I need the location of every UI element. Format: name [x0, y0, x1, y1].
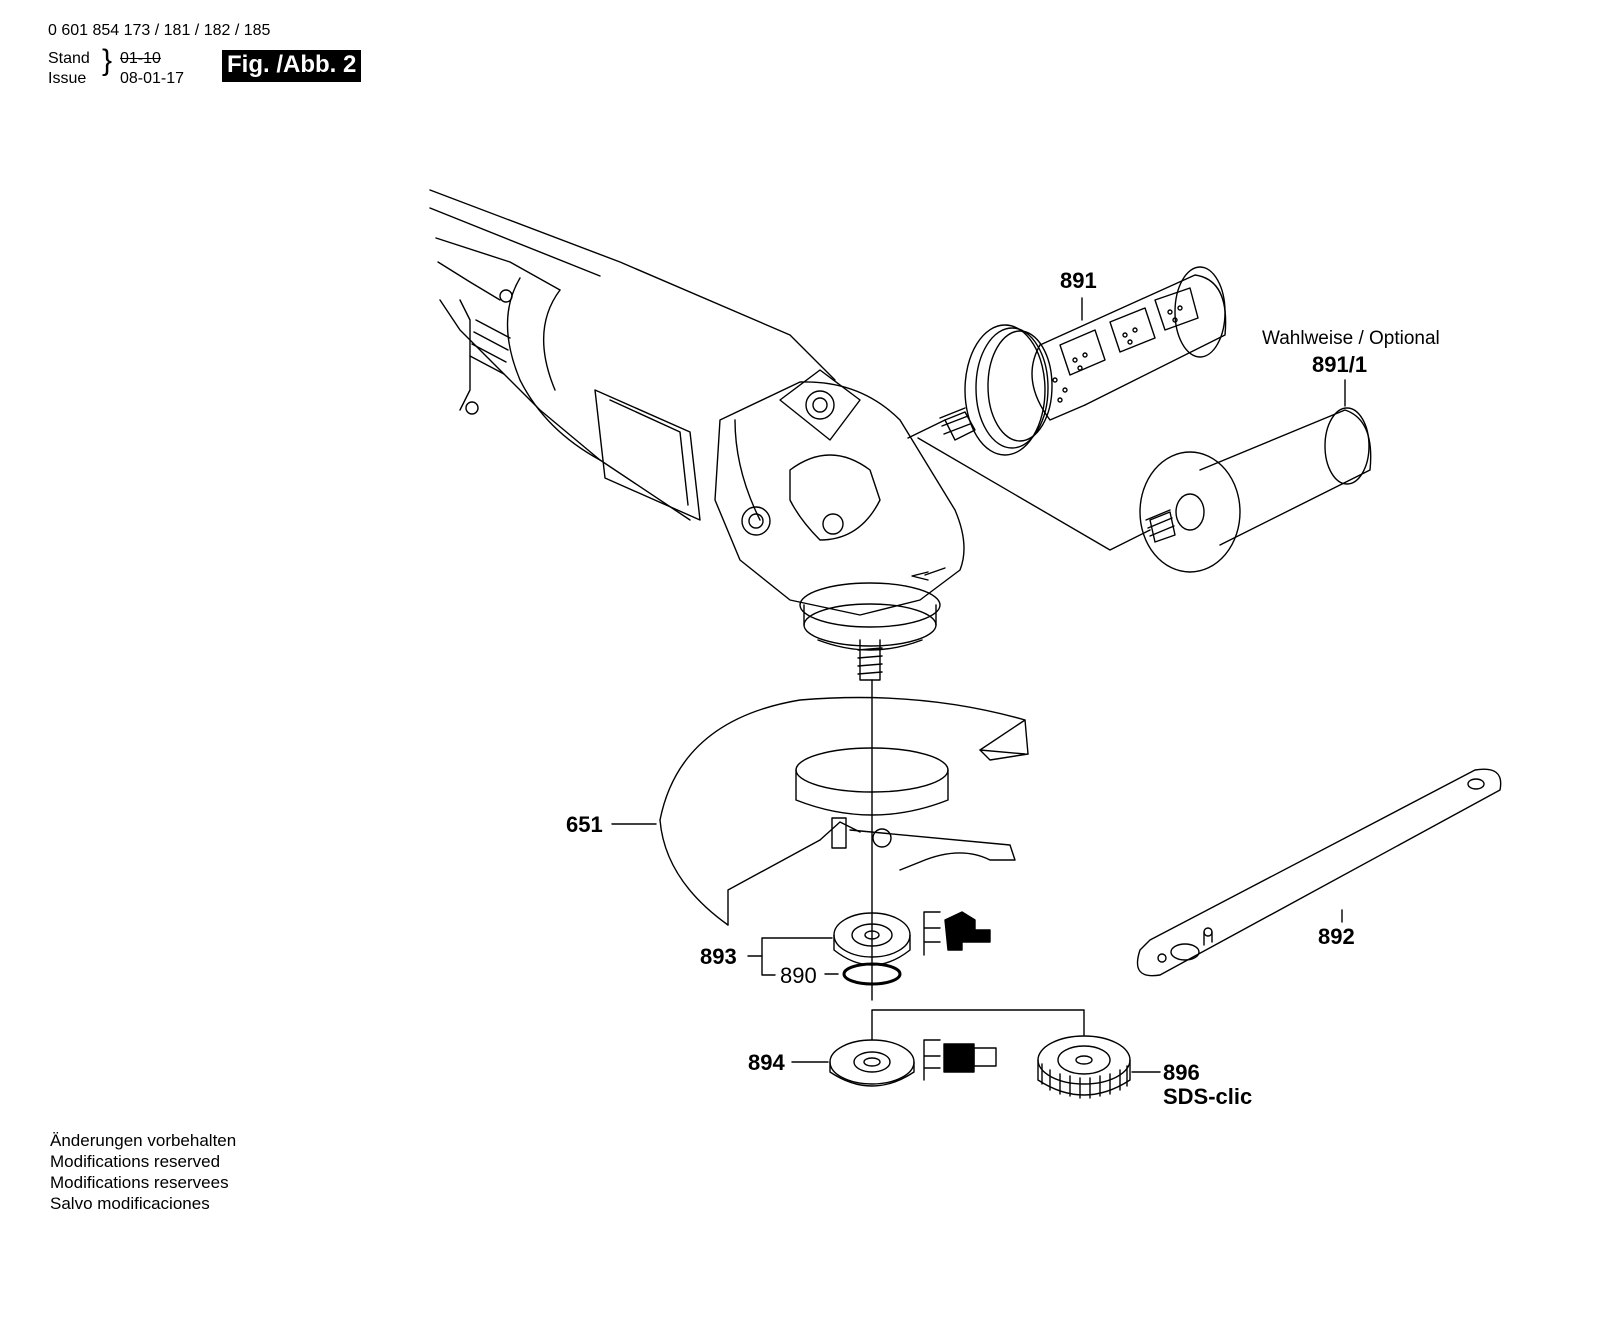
footer-line-de: Änderungen vorbehalten [50, 1131, 237, 1150]
sds-clic-label: SDS-clic [1163, 1084, 1253, 1109]
spanner-892 [1138, 769, 1501, 976]
stand-label: Stand [48, 50, 90, 67]
grinder-body [430, 190, 964, 680]
callout-896: 896 [1163, 1060, 1200, 1085]
callout-894: 894 [748, 1050, 785, 1075]
stand-date: 01-10 [120, 50, 161, 67]
clamping-nut-894 [830, 1040, 914, 1086]
issue-date: 08-01-17 [120, 70, 185, 87]
callout-891-1: 891/1 [1312, 352, 1368, 377]
brace-icon: } [102, 44, 113, 77]
nut-profile-symbol [924, 1040, 996, 1080]
footer-notes: Änderungen vorbehalten Modifications res… [50, 1130, 236, 1214]
optional-handle-891-1 [1140, 408, 1371, 572]
callout-651: 651 [566, 812, 603, 837]
wheel-guard-drawing [660, 698, 1028, 926]
o-ring-890 [844, 964, 900, 984]
footer-line-fr: Modifications reservees [50, 1173, 229, 1192]
part-numbers: 0 601 854 173 / 181 / 182 / 185 [48, 22, 271, 39]
footer-line-en: Modifications reserved [50, 1152, 221, 1171]
callout-892: 892 [1318, 924, 1355, 949]
sds-clic-nut-896 [1038, 1036, 1130, 1098]
flange-profile-symbol [924, 912, 990, 955]
optional-label: Wahlweise / Optional [1262, 328, 1440, 349]
issue-label: Issue [48, 70, 87, 87]
figure-label: Fig. /Abb. 2 [222, 50, 362, 82]
callout-891: 891 [1060, 268, 1097, 293]
auxiliary-handle-891 [940, 267, 1226, 455]
callout-893: 893 [700, 944, 737, 969]
footer-line-es: Salvo modificaciones [50, 1194, 210, 1213]
callout-890: 890 [780, 963, 817, 988]
